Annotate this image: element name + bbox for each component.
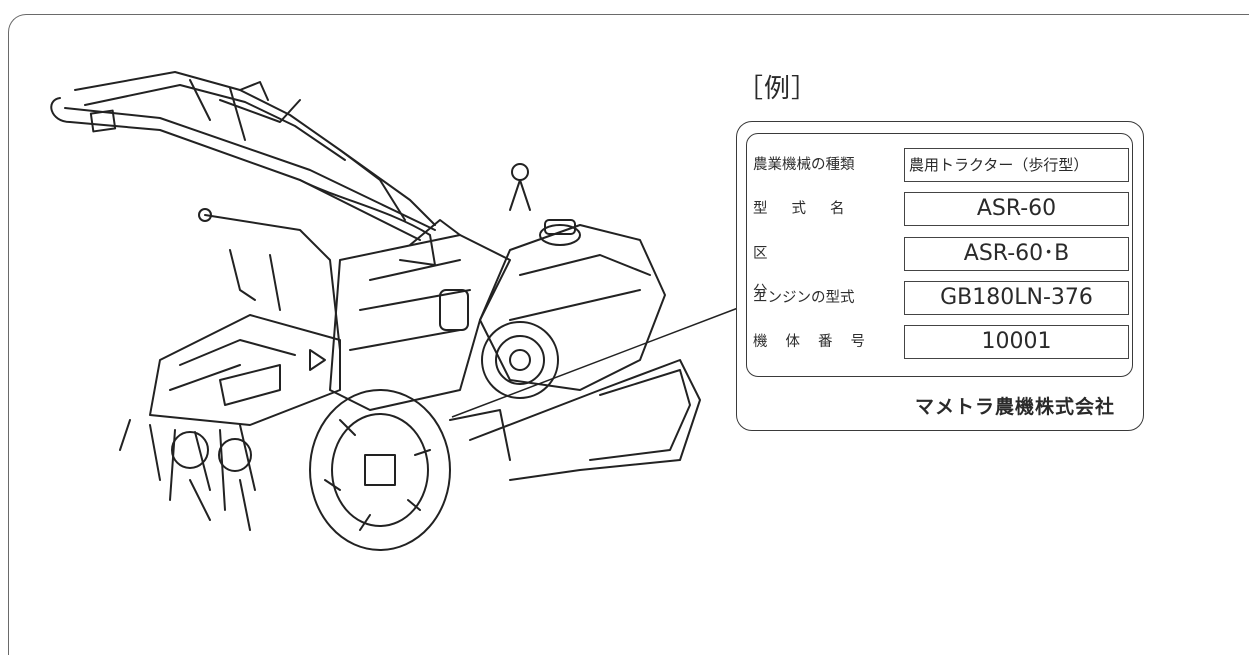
plate-row-type: 農業機械の種類 農用トラクター（歩行型） <box>748 146 1130 184</box>
plate-label-engine: エンジンの型式 <box>753 290 855 306</box>
tines <box>119 419 256 511</box>
plate-label-model: 型式名 <box>753 201 869 217</box>
plate-label-class: 区分 <box>753 246 862 300</box>
engine <box>479 224 666 391</box>
plate-row-class: 区分 ASR-60･B <box>748 235 1130 300</box>
handlebar-left <box>50 97 421 241</box>
shift-lever <box>204 214 341 351</box>
plate-value-model: ASR-60 <box>904 192 1129 226</box>
flywheel <box>481 321 559 399</box>
plate-value-serial: 10001 <box>904 325 1129 359</box>
handle-grip <box>89 109 117 133</box>
plate-row-model: 型式名 ASR-60 <box>748 190 1130 228</box>
company-name: マメトラ農機株式会社 <box>915 396 1116 418</box>
walking-tractor-illustration <box>40 60 740 580</box>
plate-label-serial: 機体番号 <box>753 334 883 350</box>
example-label: ［例］ <box>737 74 819 104</box>
plate-value-engine: GB180LN-376 <box>904 281 1129 315</box>
plate-label-type: 農業機械の種類 <box>753 157 855 173</box>
handlebar-top <box>74 71 436 226</box>
plate-value-type: 農用トラクター（歩行型） <box>904 148 1129 182</box>
rotary-cover <box>149 314 341 426</box>
nameplate <box>736 121 1144 431</box>
wheel <box>309 389 451 551</box>
page-frame <box>8 14 1249 655</box>
plate-value-class: ASR-60･B <box>904 237 1129 271</box>
nameplate-table <box>746 133 1133 377</box>
plate-row-engine: エンジンの型式 GB180LN-376 <box>748 279 1130 317</box>
plate-row-serial: 機体番号 10001 <box>748 323 1130 361</box>
